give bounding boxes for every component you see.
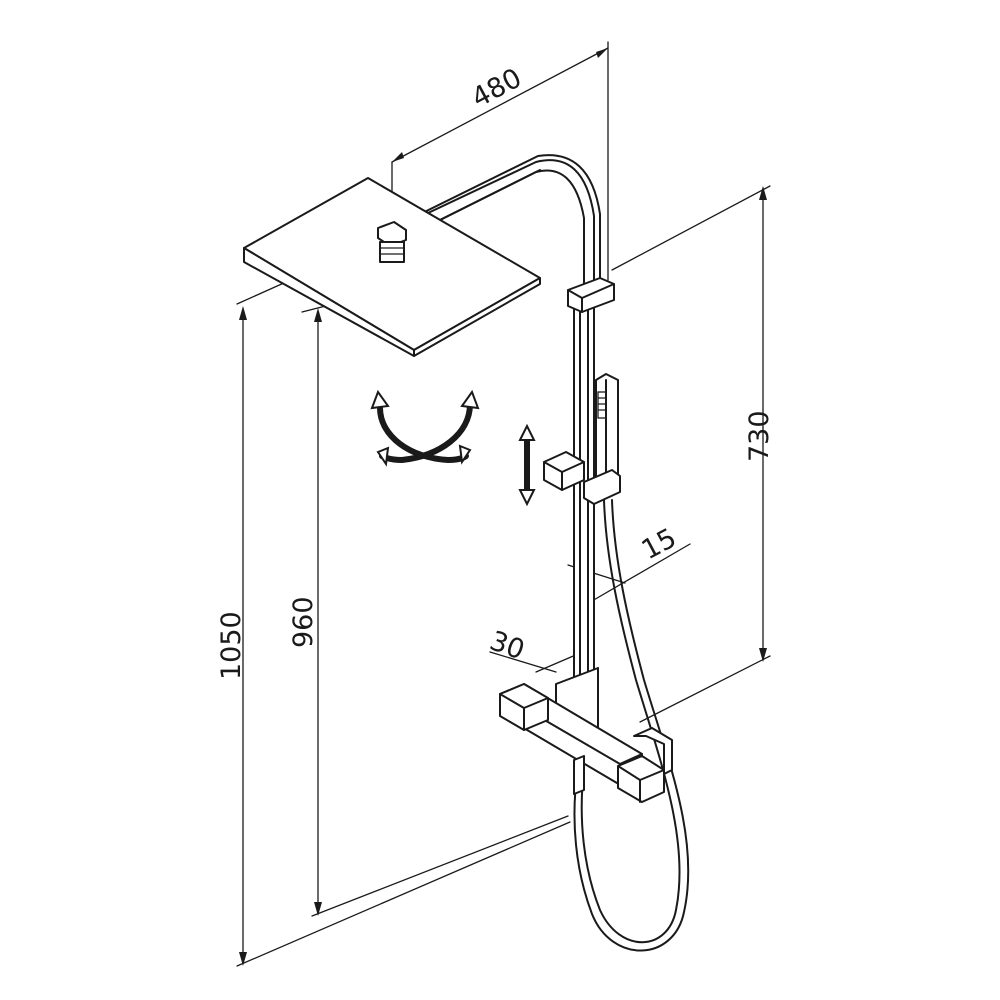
- hand-shower-holder: [543, 451, 621, 505]
- dimension-label-960: 960: [288, 596, 319, 648]
- head-connector: [377, 221, 407, 263]
- dimension-label-1050: 1050: [216, 611, 247, 680]
- dimension-label-15: 15: [637, 523, 682, 567]
- dimension-960: 960: [288, 281, 569, 917]
- thermostatic-mixer: [499, 667, 673, 803]
- vertical-adjust-arrow-icon: [518, 423, 536, 507]
- dimension-730: 730: [611, 185, 775, 723]
- shower-hose: [573, 499, 690, 952]
- dimension-label-730: 730: [744, 410, 775, 462]
- dimension-label-30: 30: [486, 625, 529, 666]
- rain-shower-head: [243, 177, 541, 357]
- rotate-arrows-icon: [370, 389, 480, 467]
- dimension-1050: 1050: [216, 221, 571, 967]
- rail-clamp-top: [567, 277, 615, 313]
